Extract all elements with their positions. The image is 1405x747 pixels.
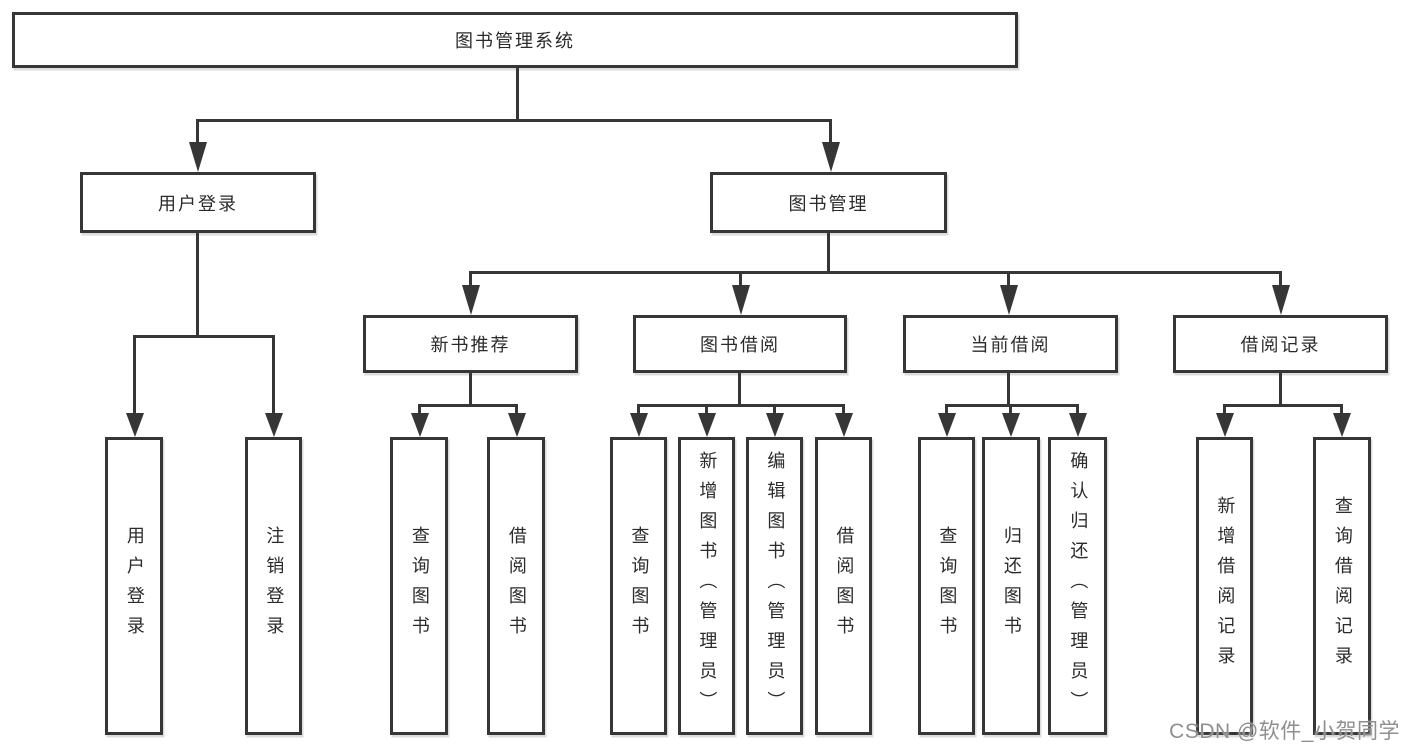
node-bor-add-book: 新增图书（管理员） [678,437,735,735]
node-cur-return-book: 归还图书 [982,437,1040,735]
node-rec-borrow-book: 借阅图书 [487,437,545,735]
node-user-login: 用户登录 [80,172,316,233]
connector-line [1007,271,1010,290]
connector-line [738,373,741,407]
arrow-down-icon [835,413,853,437]
connector-line [418,404,421,420]
arrow-down-icon [1000,285,1018,315]
arrow-down-icon [1002,413,1020,437]
node-root: 图书管理系统 [12,12,1018,68]
node-bor-edit-book: 编辑图书（管理员） [746,437,803,735]
node-borrow-records: 借阅记录 [1173,315,1388,373]
node-bor-borrow-book-label: 借阅图书 [834,526,855,646]
node-logout-label: 注销登录 [264,526,285,646]
connector-line [1076,404,1079,420]
node-bor-add-book-label: 新增图书（管理员） [697,451,718,721]
node-recd-add-record-label: 新增借阅记录 [1215,496,1236,676]
node-bor-query-book-label: 查询图书 [629,526,650,646]
connector-line [637,404,844,407]
node-current-borrow-label: 当前借阅 [970,335,1051,355]
connector-line [515,404,518,420]
arrow-down-icon [1069,413,1087,437]
connector-line [945,404,948,420]
connector-line [773,404,776,420]
node-rec-query-book: 查询图书 [390,437,448,735]
arrow-down-icon [1216,413,1234,437]
connector-line [739,271,742,290]
node-cur-query-book-label: 查询图书 [937,526,958,646]
arrow-down-icon [265,413,283,437]
arrow-down-icon [411,413,429,437]
connector-line [1340,404,1343,420]
node-borrow-records-label: 借阅记录 [1240,335,1321,355]
watermark: CSDN @软件_小贺同学 [1169,720,1400,743]
node-bor-edit-book-label: 编辑图书（管理员） [765,451,786,721]
node-cur-confirm-return: 确认归还（管理员） [1048,437,1107,735]
arrow-down-icon [822,142,840,172]
node-cur-return-book-label: 归还图书 [1001,526,1022,646]
connector-line [1279,271,1282,290]
node-rec-borrow-book-label: 借阅图书 [506,526,527,646]
node-recd-query-record: 查询借阅记录 [1313,437,1371,735]
arrow-down-icon [189,142,207,172]
connector-line [196,119,832,122]
connector-line [418,404,518,407]
arrow-down-icon [732,285,750,315]
node-bor-borrow-book: 借阅图书 [815,437,872,735]
connector-line [1007,373,1010,407]
connector-line [827,233,830,274]
connector-line [133,335,274,338]
connector-line [469,271,472,290]
node-logout: 注销登录 [245,437,302,735]
connector-line [469,271,1282,274]
arrow-down-icon [1333,413,1351,437]
connector-line [842,404,845,420]
connector-line [196,119,199,148]
node-login: 用户登录 [105,437,163,735]
node-user-login-label: 用户登录 [158,193,238,214]
node-book-borrowing: 图书借阅 [633,315,847,373]
arrow-down-icon [698,413,716,437]
arrow-down-icon [766,413,784,437]
node-new-book-rec-label: 新书推荐 [430,335,511,355]
arrow-down-icon [938,413,956,437]
connector-line [469,373,472,407]
connector-line [516,68,519,121]
node-rec-query-book-label: 查询图书 [409,526,430,646]
connector-line [196,233,199,338]
arrow-down-icon [1272,285,1290,315]
connector-line [705,404,708,420]
arrow-down-icon [462,285,480,315]
arrow-down-icon [630,413,648,437]
connector-line [1223,404,1226,420]
node-login-label: 用户登录 [124,526,145,646]
node-current-borrow: 当前借阅 [903,315,1118,373]
connector-line [133,335,136,418]
node-cur-confirm-return-label: 确认归还（管理员） [1068,451,1089,721]
node-recd-query-record-label: 查询借阅记录 [1332,496,1353,676]
arrow-down-icon [508,413,526,437]
node-book-mgmt: 图书管理 [710,172,947,233]
node-new-book-rec: 新书推荐 [363,315,578,373]
connector-line [1223,404,1343,407]
node-recd-add-record: 新增借阅记录 [1196,437,1253,735]
node-cur-query-book: 查询图书 [918,437,975,735]
node-root-label: 图书管理系统 [455,31,575,51]
node-book-borrowing-label: 图书借阅 [700,335,780,355]
node-book-mgmt-label: 图书管理 [788,193,869,214]
connector-line [829,119,832,148]
connector-line [1279,373,1282,407]
connector-line [272,335,275,418]
arrow-down-icon [126,413,144,437]
connector-line [637,404,640,420]
node-bor-query-book: 查询图书 [610,437,667,735]
connector-line [1009,404,1012,420]
connector-line [945,404,1079,407]
